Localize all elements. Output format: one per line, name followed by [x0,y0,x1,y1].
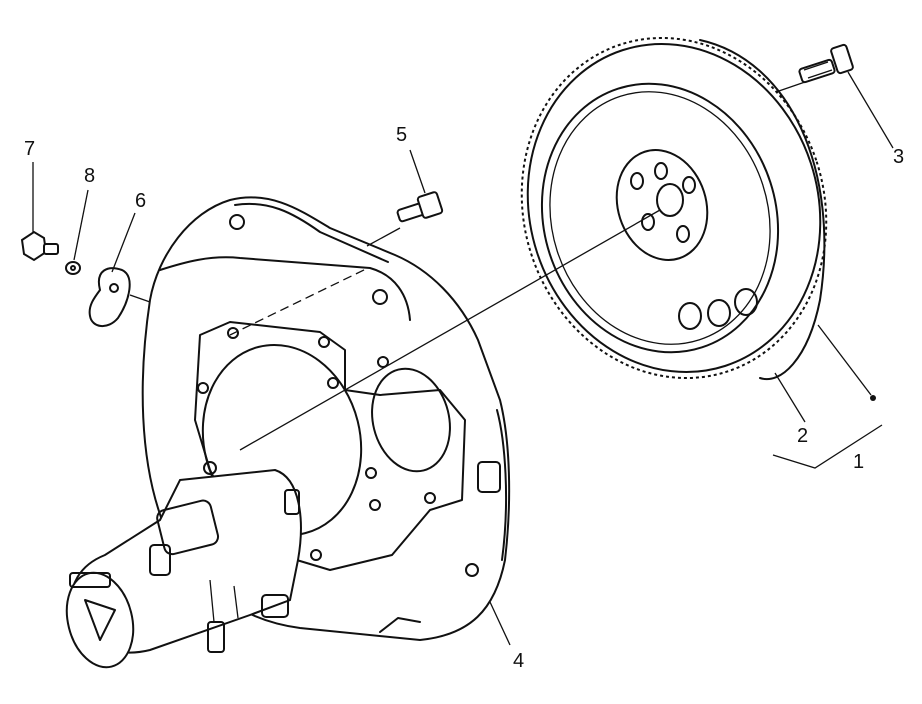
flywheel-ring-gear [520,36,828,380]
flywheel [520,36,828,381]
callout-1: 1 [853,451,864,473]
callout-6: 6 [135,190,146,212]
housing-bolt [396,191,444,223]
leader-lines [32,71,894,646]
callout-labels: 7 8 6 5 3 2 1 4 [24,124,904,672]
callout-7: 7 [24,138,35,160]
callout-4: 4 [513,650,524,672]
flywheel-bolt [798,43,854,84]
starter-motor [65,468,302,669]
cover-plate [88,267,131,327]
starter-opening [371,367,451,473]
flywheel-hub [615,149,709,261]
callout-5: 5 [396,124,407,146]
housing-bore [201,343,363,537]
cap-screw [20,230,59,262]
assembly-centerlines [129,81,806,451]
callout-2: 2 [797,425,808,447]
washer [65,261,81,275]
callout-8: 8 [84,165,95,187]
callout-3: 3 [893,146,904,168]
